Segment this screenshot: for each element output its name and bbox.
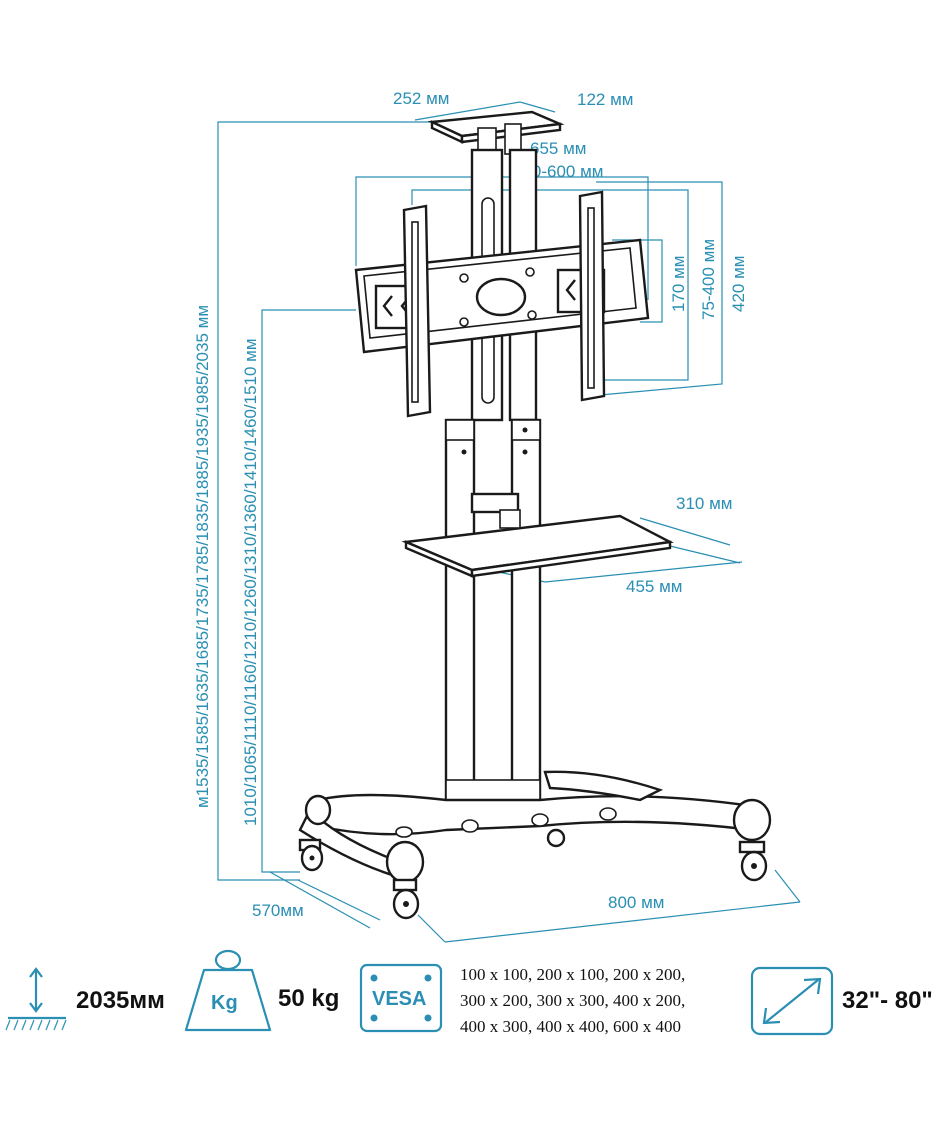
lower-columns [444,418,542,812]
label-top-plate-width: 252 мм [393,89,449,108]
caster-front-left [392,878,420,920]
dimension-labels: 252 мм 122 мм 655 мм 100-600 мм 170 мм 7… [193,89,748,920]
height-arrow-icon [5,967,67,1031]
weight-icon-label: Kg [211,992,238,1014]
vesa-patterns-line-3: 400 x 300, 400 x 400, 600 x 400 [460,1017,681,1036]
vesa-patterns-line-2: 300 x 200, 300 x 300, 400 x 200, [460,991,685,1010]
max-height-value: 2035мм [76,987,165,1014]
spec-row: 2035мм Kg 50 kg VESA 100 x 100, 200 x 10… [5,949,933,1036]
label-base-depth: 570мм [252,901,304,920]
label-bracket-height: 420 мм [729,256,748,312]
screen-diagonal-icon [750,966,834,1036]
max-load-value: 50 kg [278,985,339,1012]
casters [298,828,768,920]
label-bracket-width: 655 мм [530,139,586,158]
label-plate-height: 170 мм [669,256,688,312]
label-base-width: 800 мм [608,893,664,912]
base [298,770,772,884]
label-shelf-width: 455 мм [626,577,682,596]
caster-back-left [298,838,324,872]
vesa-patterns-line-1: 100 x 100, 200 x 100, 200 x 200, [460,965,685,984]
label-shelf-depth: 310 мм [676,494,732,513]
label-top-plate-depth: 122 мм [577,90,633,109]
tv-stand-drawing [298,110,772,920]
weight-icon [184,949,272,1032]
label-center-height: 1010/1065/1110/1160/1210/1260/1310/1360/… [241,338,260,826]
caster-front-right [738,840,768,882]
screen-size-value: 32"- 80" [842,987,933,1014]
label-vesa-vertical: 75-400 мм [699,239,718,320]
vesa-icon [359,963,443,1033]
caster-back-right [546,828,566,848]
vertical-bracket-arms [402,190,606,418]
shelf [401,509,674,578]
label-total-height: м1535/1585/1635/1685/1735/1785/1835/1885… [193,305,212,808]
vesa-icon-label: VESA [372,988,426,1010]
